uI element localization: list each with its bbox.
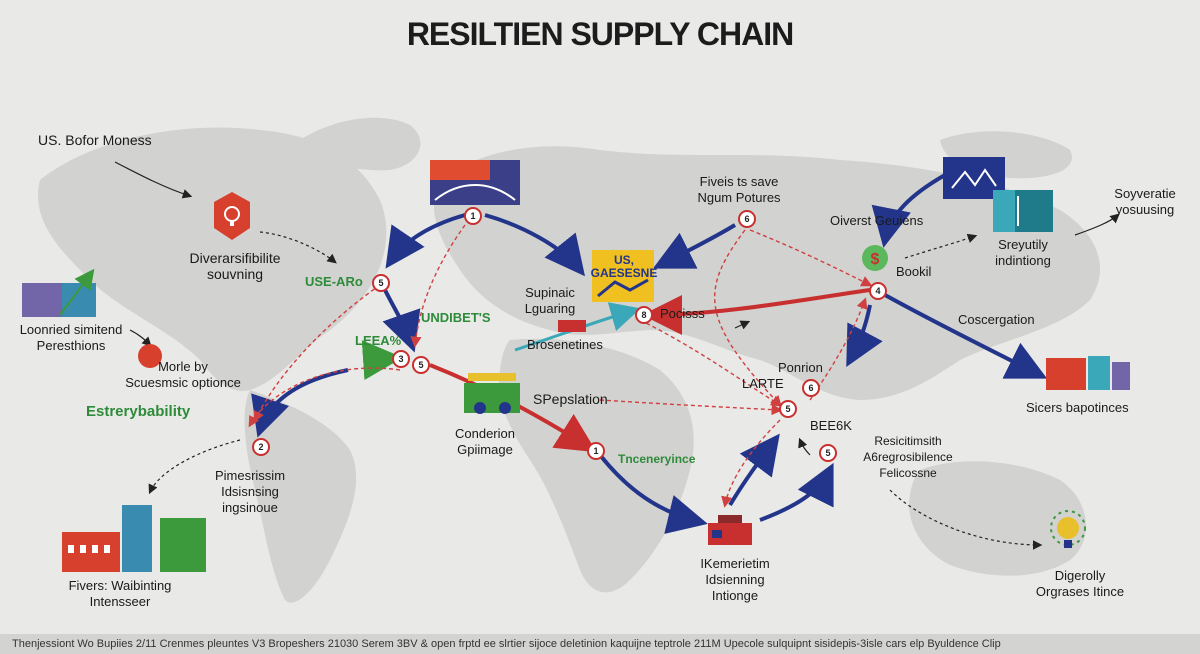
label-soyveratie: Soyveratie yosuusing: [1114, 186, 1176, 217]
route-node: 1: [464, 207, 482, 225]
dollar-icon: $: [862, 245, 888, 271]
label-coscergation: Coscergation: [958, 312, 1035, 327]
label-undibets: UNDIBET'S: [421, 310, 491, 325]
label-moderby: Morle by Scuesmsic optionce: [125, 359, 241, 390]
route-node: 5: [819, 444, 837, 462]
route-node: 5: [779, 400, 797, 418]
route-node: 1: [587, 442, 605, 460]
page-title: RESILTIEN SUPPLY CHAIN: [406, 16, 794, 52]
bridge-icon: [430, 160, 520, 205]
green-route: [361, 340, 403, 381]
label-tnceneryince: Tnceneryince: [618, 452, 696, 466]
bar-chart-icon: [22, 268, 96, 317]
route-node: 5: [412, 356, 430, 374]
label-bookil: Bookil: [896, 264, 932, 279]
label-ikemerietim: IKemerietim Idsienning Intionge: [700, 556, 770, 603]
label-beeok: BEE6K: [810, 418, 852, 433]
label-fiveres-save: Fiveis ts save Ngum Potures: [697, 174, 781, 205]
route-node: 3: [392, 350, 410, 368]
bank-icon: [592, 250, 654, 302]
route-node: 5: [372, 274, 390, 292]
route-node: 4: [869, 282, 887, 300]
label-us-bofor: US. Bofor Moness: [38, 132, 152, 148]
label-leea: LEEA%: [355, 333, 402, 348]
label-larte: LARTE: [742, 376, 784, 391]
svg-text:$: $: [871, 251, 880, 268]
label-resicitimsith: Resicitimsith A6regrosibilence Felicossn…: [863, 434, 953, 480]
label-us-gaesesne: US, GAESESNE: [590, 253, 658, 280]
train-icon: [558, 320, 586, 332]
label-pocesss: Pocisss: [660, 306, 705, 321]
chart-icon: [993, 190, 1053, 232]
continents: [38, 117, 1100, 603]
footer-caption: Thenjessiont Wo Bupiies 2/11 Crenmes ple…: [0, 634, 1200, 654]
warehouse-icon: [464, 373, 520, 414]
lightbulb-icon: [1050, 510, 1086, 548]
main-routes: [251, 173, 1048, 534]
label-brosenetines: Brosenetines: [527, 337, 603, 352]
label-fivers-waibinting: Fivers: Waibinting Intensseer: [68, 578, 172, 609]
shield-alert-icon: [214, 192, 250, 240]
alert-circle-icon: [138, 344, 162, 368]
label-digerolly: Digerolly Orgrases Itince: [1035, 568, 1125, 599]
train-station-icon: [708, 515, 752, 545]
route-node: 6: [738, 210, 756, 228]
route-node: 8: [635, 306, 653, 324]
label-loonried: Loonried simitend Peresthions: [19, 322, 123, 353]
label-supnaic: Supinaic Lguaring: [524, 285, 576, 316]
dashed-links: [248, 224, 873, 508]
route-node: 2: [252, 438, 270, 456]
route-node: 6: [802, 379, 820, 397]
label-condenion: Conderion Gpiimage: [455, 426, 515, 457]
label-esterybability: Estrerybability: [86, 403, 191, 420]
label-oiverst: Oiverst Geuiens: [830, 213, 924, 228]
factory-icon: [62, 505, 206, 572]
label-usearo: USE-ARo: [305, 274, 363, 289]
container-ship-icon: [1046, 356, 1130, 390]
label-ponrion: Ponrion: [778, 360, 823, 375]
label-spepslation: SPepslation: [533, 391, 608, 407]
label-diversified-sourcing: Diverarsifibilite souvning: [189, 250, 281, 282]
annotation-arrows: [114, 161, 1120, 550]
label-pimesrissim: Pimesrissim Idsisnsing ingsinoue: [214, 468, 286, 515]
label-sreyutily: Sreyutily indintiong: [995, 237, 1051, 268]
label-sicers: Sicers bapotinces: [1026, 400, 1129, 415]
